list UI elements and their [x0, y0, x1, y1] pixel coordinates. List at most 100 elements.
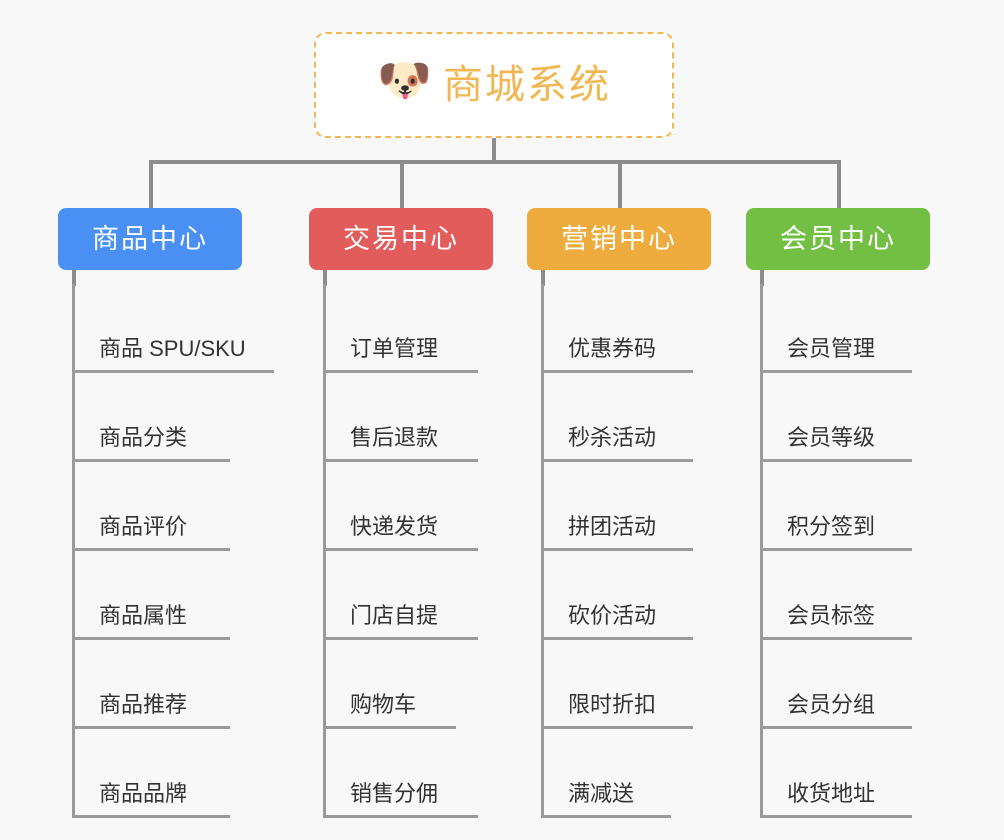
- connector-stub-product-center: [72, 270, 76, 286]
- leaf-item[interactable]: 购物车: [323, 640, 456, 729]
- leaf-item-label: 销售分佣: [350, 781, 439, 806]
- leaf-item-label: 商品推荐: [99, 692, 188, 717]
- leaf-item-underline: [760, 548, 912, 551]
- leaf-item-underline: [760, 370, 912, 373]
- leaf-item[interactable]: 商品 SPU/SKU: [72, 284, 274, 373]
- leaf-item[interactable]: 优惠券码: [541, 284, 693, 373]
- connector-drop-product-center: [149, 160, 153, 208]
- leaf-item[interactable]: 商品品牌: [72, 729, 246, 818]
- leaf-item-label: 砍价活动: [568, 603, 657, 628]
- leaf-item[interactable]: 会员分组: [760, 640, 912, 729]
- leaf-item-label: 商品属性: [99, 603, 188, 628]
- leaf-spine-trade-center: [323, 284, 326, 818]
- leaf-item[interactable]: 商品分类: [72, 373, 246, 462]
- category-label-product-center: 商品中心: [92, 223, 208, 254]
- connector-stub-trade-center: [323, 270, 327, 286]
- leaf-item-label: 秒杀活动: [568, 425, 657, 450]
- leaf-column-marketing-center: 优惠券码秒杀活动拼团活动砍价活动限时折扣满减送: [541, 284, 693, 818]
- leaf-item-underline: [541, 370, 693, 373]
- leaf-column-trade-center: 订单管理售后退款快递发货门店自提购物车销售分佣: [323, 284, 478, 818]
- leaf-item-underline: [323, 370, 478, 373]
- category-label-member-center: 会员中心: [780, 223, 896, 254]
- category-label-trade-center: 交易中心: [343, 223, 459, 254]
- connector-root-stem: [492, 138, 496, 162]
- connector-stub-marketing-center: [541, 270, 545, 286]
- connector-horizontal-bus: [149, 160, 841, 164]
- leaf-item[interactable]: 订单管理: [323, 284, 478, 373]
- leaf-item-underline: [323, 548, 478, 551]
- leaf-item-label: 商品品牌: [99, 781, 188, 806]
- leaf-item[interactable]: 商品推荐: [72, 640, 246, 729]
- category-label-marketing-center: 营销中心: [561, 223, 677, 254]
- leaf-item-underline: [72, 548, 230, 551]
- leaf-item-label: 售后退款: [350, 425, 439, 450]
- leaf-item-label: 满减送: [568, 781, 635, 806]
- root-node-title: 商城系统: [443, 63, 611, 107]
- leaf-item-label: 收货地址: [787, 781, 876, 806]
- root-node-card[interactable]: 🐶 商城系统: [314, 32, 674, 138]
- leaf-item[interactable]: 会员管理: [760, 284, 912, 373]
- leaf-item[interactable]: 拼团活动: [541, 462, 693, 551]
- leaf-item[interactable]: 满减送: [541, 729, 671, 818]
- leaf-item[interactable]: 门店自提: [323, 551, 478, 640]
- leaf-item[interactable]: 秒杀活动: [541, 373, 693, 462]
- category-box-trade-center[interactable]: 交易中心: [309, 208, 493, 270]
- leaf-item-label: 拼团活动: [568, 514, 657, 539]
- leaf-item[interactable]: 销售分佣: [323, 729, 478, 818]
- leaf-item[interactable]: 会员等级: [760, 373, 912, 462]
- leaf-item-underline: [72, 370, 274, 373]
- leaf-spine-product-center: [72, 284, 75, 818]
- leaf-item-label: 会员标签: [787, 603, 876, 628]
- leaf-item-label: 会员等级: [787, 425, 876, 450]
- leaf-item[interactable]: 快递发货: [323, 462, 478, 551]
- leaf-item-label: 限时折扣: [568, 692, 657, 717]
- leaf-item-underline: [541, 459, 693, 462]
- leaf-item-label: 订单管理: [350, 336, 439, 361]
- leaf-item-label: 商品评价: [99, 514, 188, 539]
- leaf-item[interactable]: 售后退款: [323, 373, 478, 462]
- leaf-item-underline: [541, 726, 693, 729]
- leaf-item[interactable]: 商品评价: [72, 462, 246, 551]
- leaf-column-product-center: 商品 SPU/SKU 商品分类商品评价商品属性商品推荐商品品牌: [72, 284, 274, 818]
- connector-drop-member-center: [837, 160, 841, 208]
- leaf-item-underline: [72, 637, 230, 640]
- leaf-item[interactable]: 商品属性: [72, 551, 246, 640]
- leaf-item-label: 商品 SPU/SKU: [99, 336, 246, 361]
- leaf-spine-marketing-center: [541, 284, 544, 818]
- category-box-marketing-center[interactable]: 营销中心: [527, 208, 711, 270]
- leaf-item[interactable]: 限时折扣: [541, 640, 693, 729]
- leaf-item-underline: [72, 815, 230, 818]
- leaf-item-underline: [323, 815, 478, 818]
- leaf-item[interactable]: 砍价活动: [541, 551, 693, 640]
- leaf-item-underline: [760, 815, 912, 818]
- leaf-item-label: 门店自提: [350, 603, 439, 628]
- leaf-item-underline: [323, 726, 456, 729]
- leaf-item-underline: [760, 726, 912, 729]
- leaf-item-underline: [323, 459, 478, 462]
- connector-stub-member-center: [760, 270, 764, 286]
- leaf-item-label: 优惠券码: [568, 336, 657, 361]
- leaf-item-label: 会员管理: [787, 336, 876, 361]
- leaf-item-label: 商品分类: [99, 425, 188, 450]
- leaf-item-underline: [72, 726, 230, 729]
- leaf-item-underline: [541, 637, 693, 640]
- leaf-item[interactable]: 收货地址: [760, 729, 912, 818]
- leaf-item-label: 会员分组: [787, 692, 876, 717]
- leaf-item-label: 购物车: [350, 692, 417, 717]
- leaf-item-underline: [541, 815, 671, 818]
- leaf-item-underline: [72, 459, 230, 462]
- category-box-member-center[interactable]: 会员中心: [746, 208, 930, 270]
- leaf-column-member-center: 会员管理会员等级积分签到会员标签会员分组收货地址: [760, 284, 912, 818]
- connector-drop-marketing-center: [618, 160, 622, 208]
- leaf-item[interactable]: 积分签到: [760, 462, 912, 551]
- leaf-item-underline: [541, 548, 693, 551]
- category-box-product-center[interactable]: 商品中心: [58, 208, 242, 270]
- leaf-item-underline: [323, 637, 478, 640]
- leaf-spine-member-center: [760, 284, 763, 818]
- leaf-item-underline: [760, 637, 912, 640]
- leaf-item-underline: [760, 459, 912, 462]
- leaf-item-label: 快递发货: [350, 514, 439, 539]
- leaf-item[interactable]: 会员标签: [760, 551, 912, 640]
- connector-drop-trade-center: [400, 160, 404, 208]
